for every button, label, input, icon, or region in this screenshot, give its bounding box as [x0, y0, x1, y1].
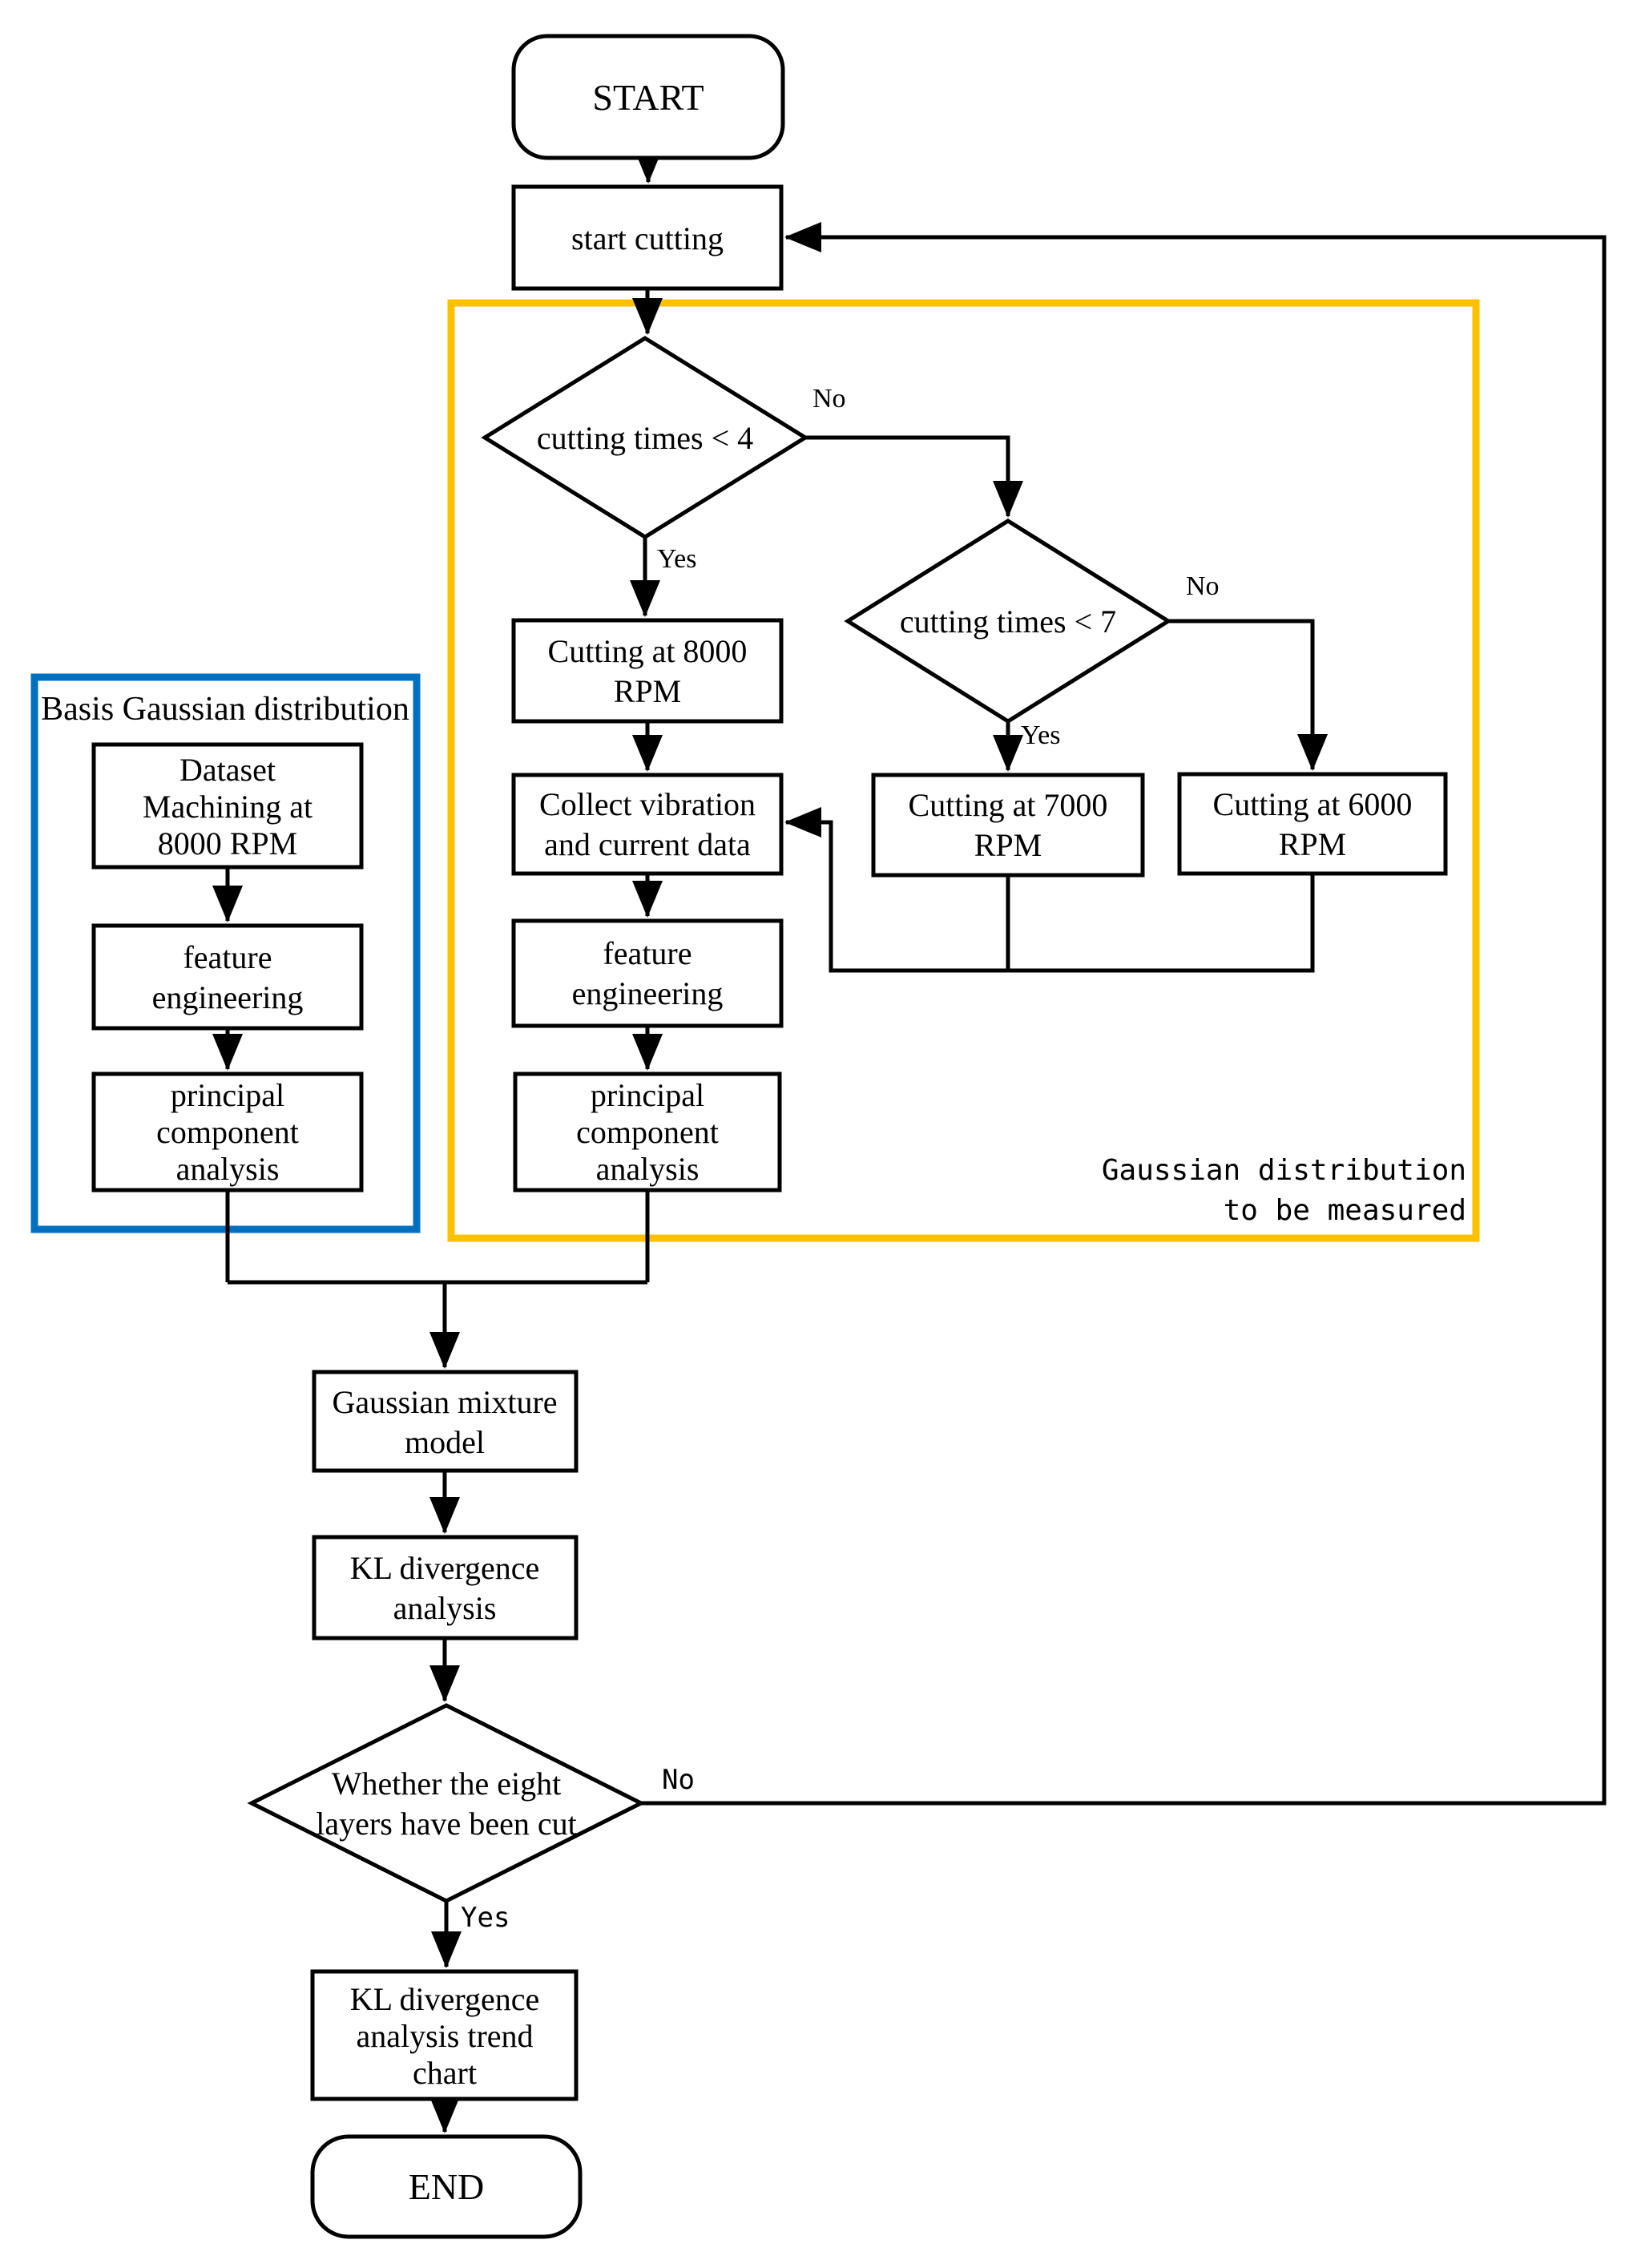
kl-analysis-process	[312, 1535, 579, 1640]
no-label-cutting-times-7: No	[1186, 571, 1220, 601]
cutting-8000-process	[511, 618, 784, 724]
kl-analysis-label-line2: analysis	[393, 1590, 497, 1626]
gmm-label-line2: model	[405, 1424, 485, 1460]
feature-engineering-measured-process	[511, 918, 784, 1028]
decision-eight-layers-label-line1: Whether the eight	[332, 1766, 562, 1802]
cutting-7000-label-line2: RPM	[974, 827, 1042, 863]
decision-eight-layers-label-line2: layers have been cut	[316, 1806, 576, 1842]
dataset-label-line3: 8000 RPM	[158, 825, 298, 862]
yes-label-eight-layers: Yes	[461, 1902, 510, 1934]
kl-trend-process	[310, 1969, 579, 2101]
basis-region-title: Basis Gaussian distribution	[41, 691, 409, 728]
no-label-cutting-times-4: No	[812, 384, 846, 414]
collect-data-label-line1: Collect vibration	[539, 786, 756, 822]
dataset-label-line2: Machining at	[143, 789, 312, 825]
end-terminator	[310, 2134, 583, 2239]
feature-engineering-measured-label-line2: engineering	[572, 975, 724, 1011]
feature-engineering-measured-label-line1: feature	[603, 935, 692, 971]
measured-region-label-line2: to be measured	[1224, 1194, 1466, 1227]
start-terminator	[511, 34, 785, 160]
collect-data-process	[511, 773, 784, 876]
cutting-7000-label-line1: Cutting at 7000	[909, 787, 1108, 823]
decision-cutting-times-7	[844, 519, 1172, 724]
pca-basis-label-line1: principal	[171, 1077, 284, 1113]
cutting-6000-process	[1177, 772, 1448, 876]
yes-label-cutting-times-7: Yes	[1021, 720, 1060, 750]
pca-basis-label-line3: analysis	[176, 1151, 280, 1187]
cutting-6000-label-line2: RPM	[1279, 826, 1347, 862]
measured-region-label-line1: Gaussian distribution	[1102, 1154, 1466, 1187]
collect-data-label-line2: and current data	[544, 826, 751, 862]
kl-trend-label-line1: KL divergence	[350, 1981, 540, 2017]
start-cutting-process	[511, 184, 784, 291]
gmm-label-line1: Gaussian mixture	[332, 1384, 557, 1420]
decision-cutting-times-4	[481, 336, 809, 539]
kl-analysis-label-line1: KL divergence	[350, 1550, 540, 1586]
pca-basis-process	[91, 1071, 364, 1193]
dataset-label-line1: Dataset	[179, 752, 276, 788]
no-label-eight-layers: No	[662, 1764, 695, 1796]
measured-region-box	[447, 299, 1480, 1242]
feature-engineering-basis-process	[91, 923, 364, 1031]
arrow-decision-cut4-no-to-decision-cut7	[805, 435, 1023, 518]
start-label: START	[592, 77, 704, 118]
pca-measured-label-line1: principal	[591, 1077, 704, 1113]
decision-cutting-times-7-label: cutting times < 7	[900, 603, 1116, 640]
pca-measured-label-line3: analysis	[596, 1151, 700, 1187]
end-label: END	[409, 2166, 485, 2207]
cutting-6000-label-line1: Cutting at 6000	[1213, 786, 1413, 822]
cutting-7000-process	[871, 773, 1145, 878]
cutting-8000-label-line2: RPM	[614, 673, 682, 709]
feature-engineering-basis-label-line1: feature	[183, 939, 272, 975]
kl-trend-label-line2: analysis trend	[356, 2018, 533, 2054]
dataset-process	[91, 742, 364, 870]
cutting-8000-label-line1: Cutting at 8000	[548, 633, 748, 669]
yes-label-cutting-times-4: Yes	[657, 544, 696, 574]
arrow-decision-cut7-no-to-cutting-6000	[1168, 619, 1328, 771]
kl-trend-label-line3: chart	[413, 2055, 477, 2091]
gmm-process	[312, 1370, 579, 1473]
pca-measured-process	[513, 1071, 782, 1193]
feature-engineering-basis-label-line2: engineering	[152, 979, 304, 1015]
arrow-decision-eight-layers-no-to-start-cutting	[641, 222, 1607, 1806]
start-cutting-label: start cutting	[571, 220, 724, 256]
pca-measured-label-line2: component	[576, 1114, 719, 1150]
decision-cutting-times-4-label: cutting times < 4	[537, 420, 753, 456]
pca-basis-label-line2: component	[156, 1114, 299, 1150]
decision-eight-layers	[247, 1703, 646, 1903]
arrow-rpm-feedback-to-collect-data	[784, 807, 1315, 973]
